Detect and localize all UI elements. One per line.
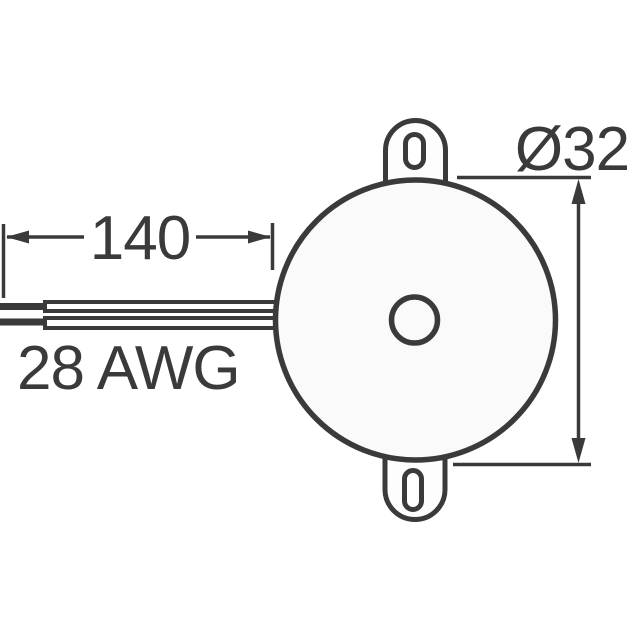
arrow-up-icon xyxy=(571,179,586,204)
wire-gauge-label: 28 AWG xyxy=(17,334,240,403)
lower-wire xyxy=(43,316,282,330)
bottom-tab-slot xyxy=(402,468,424,512)
lower-bare-lead xyxy=(0,318,47,326)
top-tab-slot xyxy=(403,132,426,170)
arrow-left-icon xyxy=(6,230,29,244)
arrow-right-icon xyxy=(248,230,271,244)
diameter-label: Ø32 xyxy=(515,115,629,184)
arrow-down-icon xyxy=(571,438,586,463)
lead-length-label: 140 xyxy=(90,204,190,273)
upper-wire xyxy=(43,300,282,313)
sound-hole xyxy=(388,294,441,346)
upper-bare-lead xyxy=(0,303,47,310)
